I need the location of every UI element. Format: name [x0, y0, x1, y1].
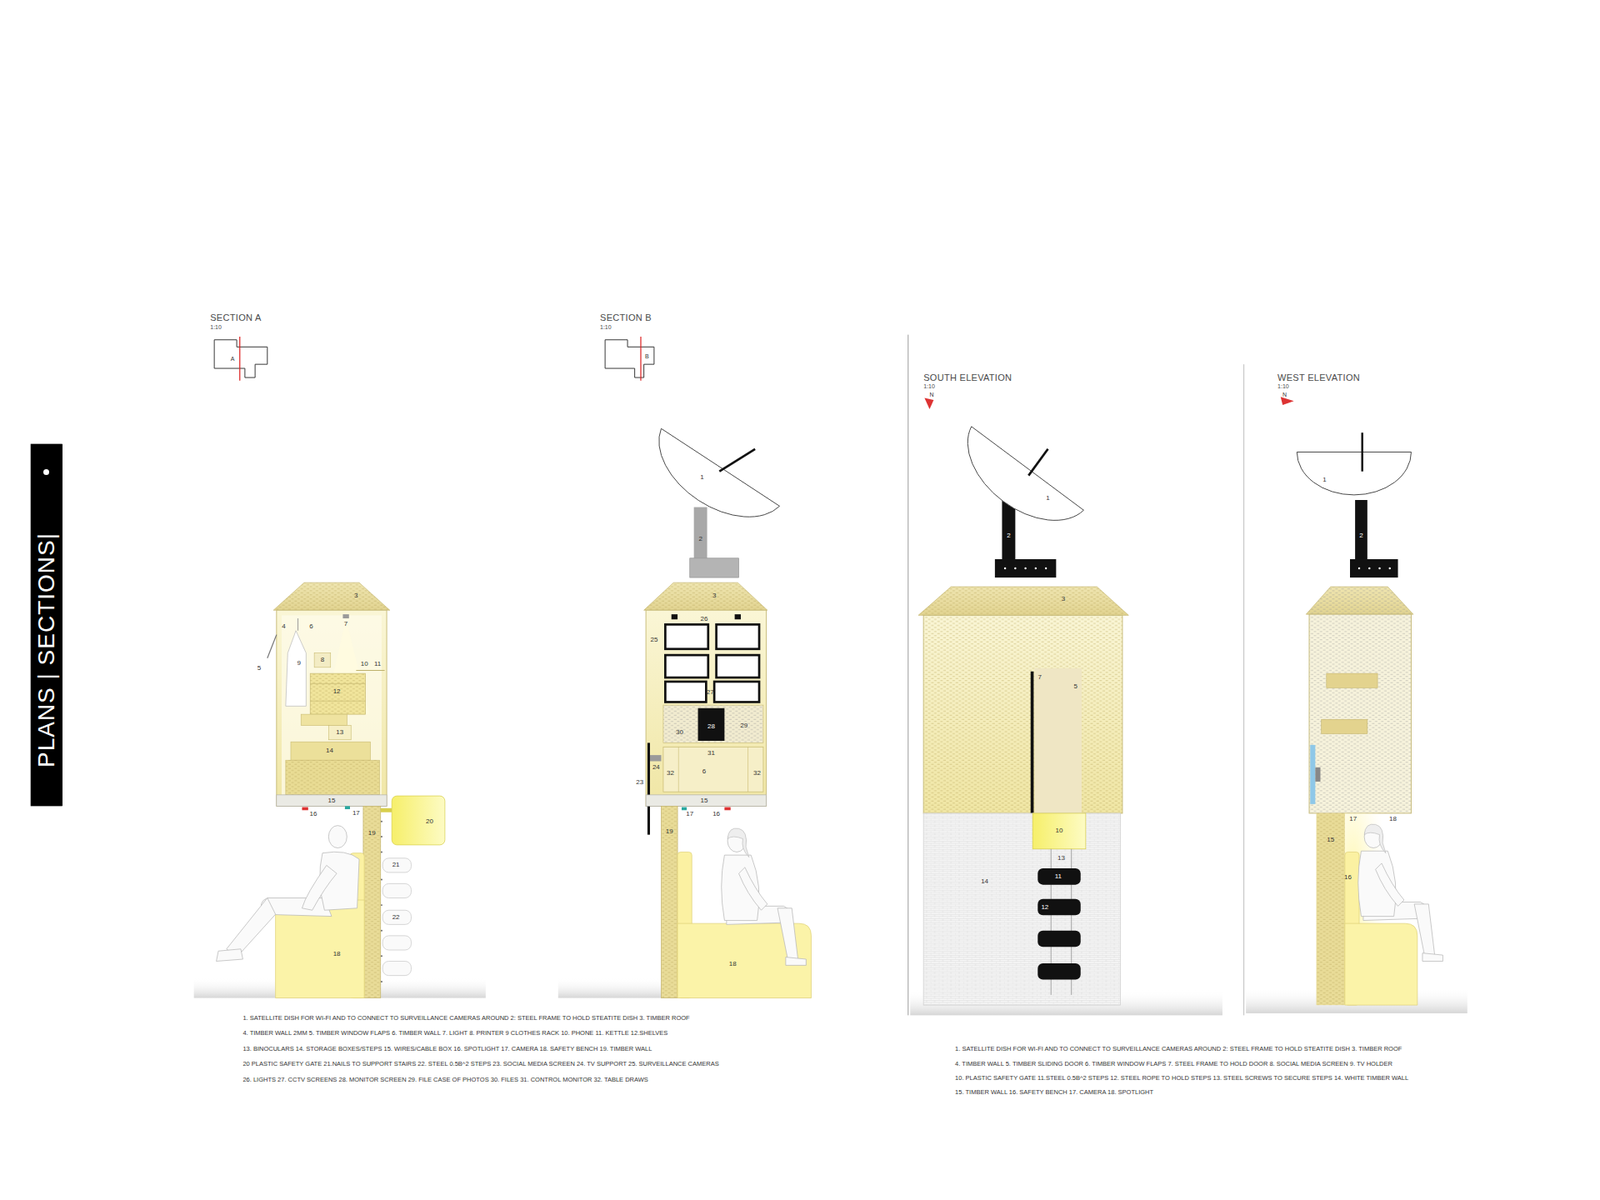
scale-label: 1:10 [1277, 383, 1290, 390]
callout-number: 24 [652, 764, 660, 771]
callout-number: 13 [1057, 855, 1065, 862]
callout-number: 10 [1055, 827, 1064, 835]
callout-number: 12 [1040, 904, 1049, 911]
callout-number: 14 [980, 878, 989, 885]
callout-number: 4 [281, 623, 285, 630]
callout-number: 27 [706, 689, 715, 696]
marker-letter: N [929, 390, 934, 397]
callout-number: 13 [335, 729, 344, 736]
callout-number: 11 [1055, 873, 1062, 880]
callout-number: 18 [729, 960, 737, 968]
callout-number: 6 [702, 768, 706, 775]
callout-number: 5 [257, 665, 261, 672]
callout-number: 6 [309, 623, 313, 630]
callout-number: 20 [425, 818, 434, 825]
callout-number: 3 [712, 592, 716, 600]
callout-number: 31 [707, 750, 715, 757]
callout-number: 11 [374, 660, 381, 668]
callout-number: 10 [360, 660, 369, 668]
legend-note: 4. TIMBER WALL 2MM 5. TIMBER WINDOW FLAP… [242, 1030, 668, 1038]
view-title: SECTION B [600, 312, 652, 322]
legend-note: 1. SATELLITE DISH FOR WI-FI AND TO CONNE… [242, 1015, 690, 1022]
callout-number: 23 [635, 779, 644, 786]
callout-number: 22 [392, 914, 400, 921]
marker-letter: N [1282, 390, 1287, 397]
callout-number: 14 [325, 747, 334, 755]
callout-number: 1 [1045, 495, 1050, 502]
title-bar: PLANS | SECTIONS| [30, 444, 63, 807]
callout-number: 16 [1344, 874, 1352, 881]
legend-note: 26. LIGHTS 27. CCTV SCREENS 28. MONITOR … [242, 1076, 648, 1084]
legend-note: 13. BINOCULARS 14. STORAGE BOXES/STEPS 1… [242, 1045, 652, 1053]
callout-number: 16 [309, 810, 317, 818]
callout-number: 1 [700, 474, 704, 481]
callout-number: 18 [333, 950, 341, 958]
callout-number: 16 [712, 810, 720, 818]
view-title: SOUTH ELEVATION [923, 373, 1012, 383]
callout-number: 7 [344, 620, 348, 628]
marker-letter: A [230, 355, 235, 361]
legend-note: 20 PLASTIC SAFETY GATE 21.NAILS TO SUPPO… [242, 1060, 719, 1068]
scale-label: 1:10 [923, 383, 935, 390]
callout-number: 21 [392, 861, 400, 869]
callout-number: 9 [297, 660, 301, 667]
callout-number: 32 [666, 770, 675, 777]
callout-number: 17 [685, 810, 694, 818]
callout-number: 29 [740, 722, 748, 730]
callout-number: 17 [1349, 815, 1357, 823]
callout-number: 15 [1326, 836, 1335, 844]
callout-number: 19 [368, 830, 376, 837]
callout-number: 2 [698, 535, 702, 543]
legend-note: 4. TIMBER WALL 5. TIMBER SLIDING DOOR 6.… [955, 1060, 1393, 1068]
legend-note: 10. PLASTIC SAFETY GATE 11.STEEL 0.5B^2 … [955, 1075, 1409, 1083]
callout-number: 1 [1322, 476, 1326, 484]
marker-letter: B [645, 353, 650, 360]
callout-number: 28 [707, 723, 715, 730]
callout-number: 5 [1073, 683, 1077, 690]
callout-number: 32 [753, 770, 761, 777]
callout-number: 25 [650, 636, 658, 644]
legend-note: 15. TIMBER WALL 16. SAFETY BENCH 17. CAM… [955, 1090, 1154, 1097]
title-dot [43, 469, 50, 475]
callout-number: 2 [1006, 532, 1010, 540]
scale-label: 1:10 [210, 323, 222, 330]
callout-number: 15 [700, 797, 708, 805]
callout-number: 3 [1061, 595, 1065, 603]
callout-number: 19 [665, 828, 674, 835]
callout-number: 15 [328, 797, 336, 805]
callout-number: 18 [1389, 815, 1397, 823]
callout-number: 2 [1359, 532, 1363, 540]
scale-label: 1:10 [600, 323, 612, 330]
callout-number: 17 [352, 810, 360, 817]
callout-number: 7 [1038, 674, 1042, 681]
view-title: WEST ELEVATION [1277, 373, 1360, 383]
sheet-title: PLANS | SECTIONS| [35, 532, 59, 768]
callout-number: 26 [700, 615, 708, 623]
callout-number: 12 [333, 688, 341, 695]
view-title: SECTION A [210, 312, 261, 322]
callout-number: 30 [675, 729, 684, 736]
legend-note: 1. SATELLITE DISH FOR WI-FI AND TO CONNE… [955, 1045, 1402, 1053]
callout-number: 8 [320, 656, 325, 664]
callout-number: 3 [354, 592, 358, 600]
